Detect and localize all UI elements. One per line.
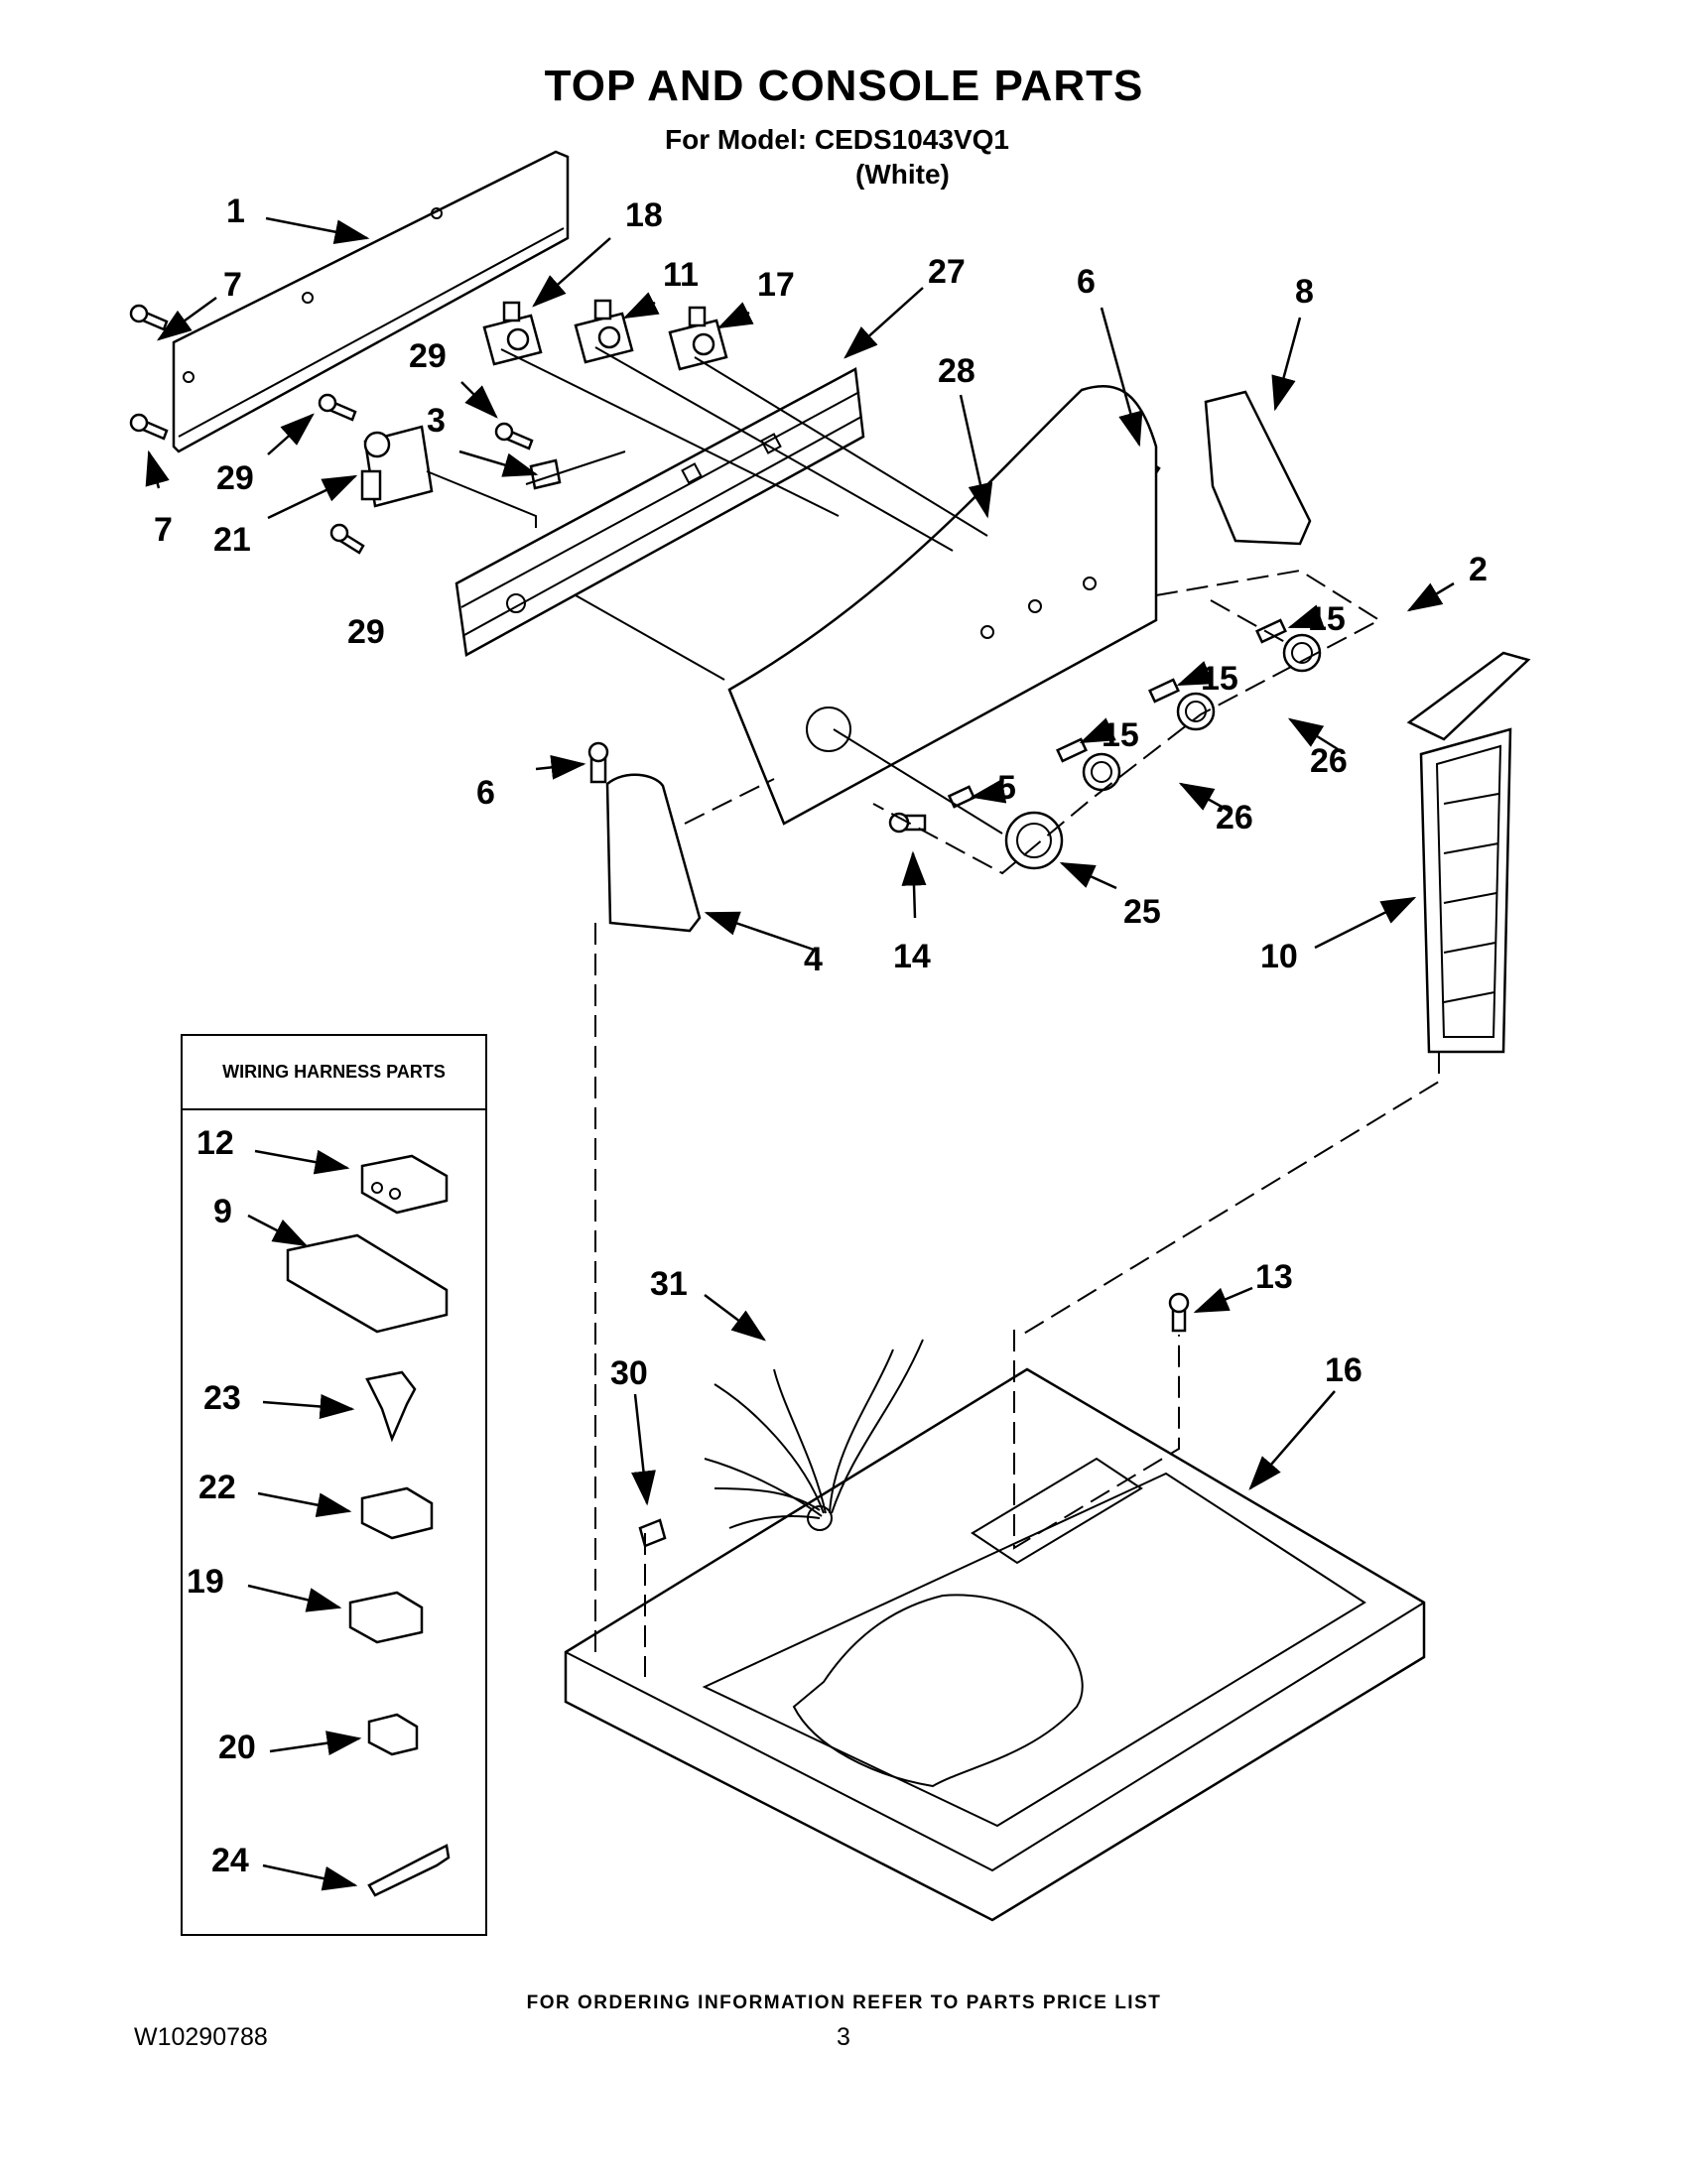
rear-bracket-plate [172,150,570,453]
callout-10: 10 [1260,938,1298,975]
callout-16: 16 [1325,1351,1363,1389]
sleeve-15-a [1255,618,1287,644]
connector-9 [286,1233,449,1334]
callout-15-a: 15 [1308,600,1346,638]
page-title: TOP AND CONSOLE PARTS [544,62,1144,110]
connector-12 [360,1154,449,1215]
console-28 [727,384,1158,826]
end-cap-8 [1204,390,1312,546]
switch-11 [574,299,634,364]
callout-15-c: 15 [1102,716,1139,754]
callout-19: 19 [187,1563,224,1601]
callout-30: 30 [610,1354,648,1392]
end-cap-4 [605,773,702,933]
knob-26-low [1082,752,1121,792]
connector-20 [367,1713,419,1756]
wiring-harness-title: WIRING HARNESS PARTS [183,1036,485,1110]
callout-4: 4 [804,941,823,978]
callout-6-left: 6 [476,774,495,812]
switch-17 [668,306,728,371]
callout-5: 5 [997,769,1016,807]
top-panel-16 [564,1367,1426,1922]
screw-7-lower [129,413,169,441]
callout-26-a: 26 [1310,742,1348,780]
screw-29-b [494,422,534,450]
wiring-harness-panel: WIRING HARNESS PARTS [181,1034,487,1936]
callout-23: 23 [203,1379,241,1417]
callout-7-upper: 7 [223,266,242,304]
callout-25: 25 [1123,893,1161,931]
callout-29-b: 29 [216,459,254,497]
connector-19 [348,1591,424,1644]
callout-15-b: 15 [1201,660,1238,698]
screw-7-upper [129,304,169,331]
callout-6-right: 6 [1077,263,1096,301]
callout-20: 20 [218,1729,256,1766]
callout-28: 28 [938,352,975,390]
callout-3: 3 [427,402,446,440]
timer-21 [360,425,434,508]
clip-30 [638,1518,667,1548]
callout-29-a: 29 [409,337,447,375]
knob-26-top [1282,633,1322,673]
callout-18: 18 [625,196,663,234]
screw-13 [1168,1292,1190,1333]
callout-7-lower: 7 [154,511,173,549]
leader-arrows [145,216,1455,1891]
callout-1: 1 [226,193,245,230]
callout-27: 27 [928,253,966,291]
model-line: For Model: CEDS1043VQ1 [665,124,1009,155]
switch-18 [482,301,543,366]
callout-11: 11 [663,256,699,294]
callout-13: 13 [1255,1258,1293,1296]
screw-29-c [329,523,365,555]
color-line: (White) [855,159,950,190]
wiring-harness-31 [704,1339,924,1529]
callout-31: 31 [650,1265,688,1303]
screw-14 [888,812,927,834]
ordering-note: FOR ORDERING INFORMATION REFER TO PARTS … [526,1992,1162,2013]
callout-labels: 1 7 18 11 17 27 6 8 29 3 28 29 7 21 29 2… [154,193,1488,1879]
screw-6-left [587,741,609,784]
callout-29-c: 29 [347,613,385,651]
callout-8: 8 [1295,273,1314,311]
callout-2: 2 [1469,551,1488,588]
console-bracket-27 [454,367,865,657]
callout-24: 24 [211,1842,249,1879]
lint-screen-10 [1406,651,1531,1054]
sleeve-15-b [1148,678,1180,704]
callout-22: 22 [198,1469,236,1506]
callout-17: 17 [757,266,795,304]
knob-25 [1004,811,1064,870]
terminal-24 [367,1844,451,1897]
connector-23 [365,1370,417,1443]
callout-12: 12 [196,1124,234,1162]
sleeve-15-c [1056,737,1088,763]
callout-14: 14 [893,938,931,975]
knob-26-mid [1176,692,1216,731]
page-number: 3 [837,2023,850,2051]
callout-9: 9 [213,1193,232,1230]
screw-29-a [318,393,357,422]
document-number: W10290788 [134,2023,268,2051]
connector-22 [360,1486,434,1540]
callout-21: 21 [213,521,251,559]
callout-26-b: 26 [1216,799,1253,836]
assembly-lines [426,346,1440,1677]
